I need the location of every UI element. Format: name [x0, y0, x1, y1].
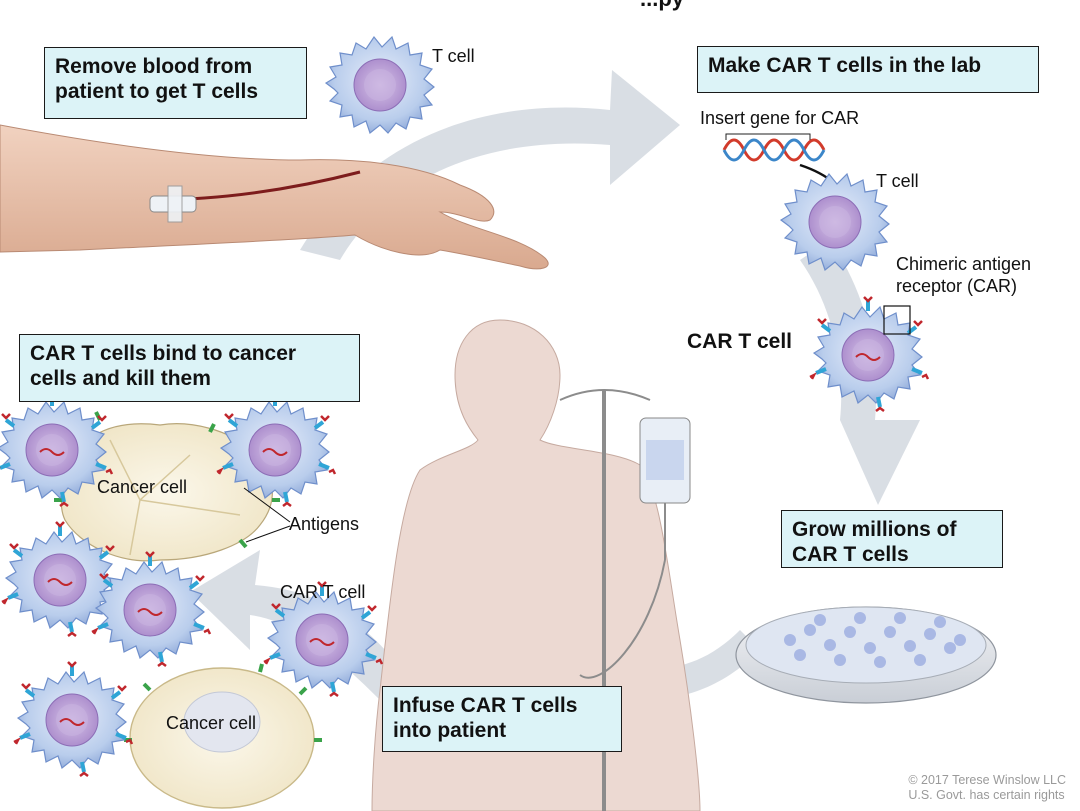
label-t-cell-top: T cell — [432, 46, 475, 66]
credit-line-2: U.S. Govt. has certain rights — [908, 788, 1065, 802]
car-t-cell-attack-4 — [92, 552, 210, 666]
label-t-cell-lab: T cell — [876, 171, 919, 191]
label-car-t-cell-bold: CAR T cell — [687, 330, 793, 353]
step-remove-blood-line-1: Remove blood from — [55, 55, 253, 78]
petri-dish — [735, 606, 997, 704]
label-car-receptor: Chimeric antigen receptor (CAR) — [896, 253, 1031, 297]
step-make-car: Make CAR T cells in the lab — [697, 46, 1039, 93]
arm-illustration — [0, 124, 549, 270]
step-infuse-line-1: Infuse CAR T cells — [393, 694, 578, 717]
step-bind: CAR T cells bind to cancer cells and kil… — [19, 334, 360, 402]
step-infuse-line-2: into patient — [393, 719, 507, 742]
label-antigens: Antigens — [289, 514, 360, 534]
cancer-cell-upper — [54, 411, 280, 562]
step-bind-line-1: CAR T cells bind to cancer — [30, 342, 297, 365]
t-cell-lab — [780, 173, 890, 271]
arrow-top — [300, 70, 680, 260]
car-t-cell-attack-5 — [14, 662, 132, 776]
label-cancer-cell-lower: Cancer cell — [166, 713, 257, 733]
page-title-partial: ...py — [640, 0, 684, 12]
step-remove-blood-line-2: patient to get T cells — [55, 80, 259, 103]
label-car-t-cell-small: CAR T cell — [280, 582, 366, 602]
cancer-cell-lower — [124, 663, 322, 809]
antigen-leaders — [243, 487, 291, 543]
label-cancer-cell-upper: Cancer cell — [97, 477, 188, 497]
t-cell-top — [325, 36, 435, 134]
step-grow-line-2: CAR T cells — [792, 543, 909, 566]
step-infuse: Infuse CAR T cells into patient — [382, 686, 622, 752]
label-car-receptor-line-1: Chimeric antigen — [896, 254, 1032, 274]
credit-text: © 2017 Terese Winslow LLC U.S. Govt. has… — [908, 773, 1066, 803]
step-make-car-line-1: Make CAR T cells in the lab — [708, 54, 982, 77]
car-receptor-callout — [883, 305, 911, 335]
label-car-receptor-line-2: receptor (CAR) — [896, 276, 1018, 296]
credit-line-1: © 2017 Terese Winslow LLC — [908, 773, 1066, 787]
step-bind-line-2: cells and kill them — [30, 367, 211, 390]
label-insert-gene: Insert gene for CAR — [700, 108, 860, 128]
step-grow: Grow millions of CAR T cells — [781, 510, 1003, 568]
step-grow-line-1: Grow millions of — [792, 518, 957, 541]
step-remove-blood: Remove blood from patient to get T cells — [44, 47, 307, 119]
